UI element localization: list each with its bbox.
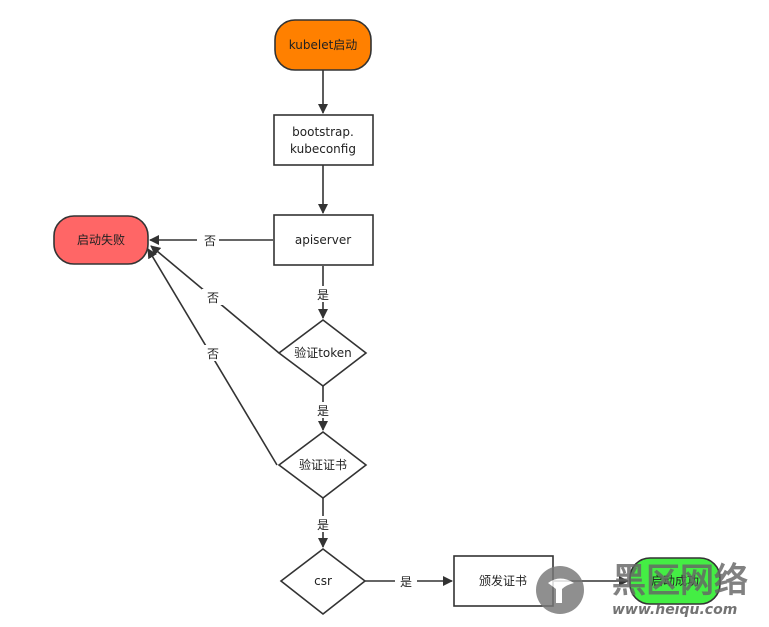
node-csr: csr bbox=[279, 547, 367, 616]
node-verify-token-shape bbox=[277, 318, 368, 388]
node-bootstrap-label-line1: bootstrap. bbox=[292, 125, 354, 139]
node-bootstrap-shape bbox=[273, 114, 374, 166]
node-success-label: 启动成功 bbox=[651, 574, 699, 588]
edge-label-no-apiserver: 否 bbox=[204, 234, 216, 248]
edge-label-bg bbox=[202, 345, 224, 361]
edge-label-yes-csr: 是 bbox=[400, 575, 412, 589]
node-start-label: kubelet启动 bbox=[289, 38, 358, 52]
watermark-url: www.heiqu.com bbox=[612, 602, 737, 618]
node-start-shape bbox=[274, 19, 372, 71]
edge-label-no-cert: 否 bbox=[207, 347, 219, 361]
node-bootstrap-label-line2: kubeconfig bbox=[290, 142, 356, 156]
edge-label-bg bbox=[395, 573, 417, 589]
node-fail-label: 启动失败 bbox=[77, 232, 125, 247]
watermark: 黑区网络 www.heiqu.com bbox=[536, 561, 748, 618]
node-start: kubelet启动 bbox=[274, 19, 372, 71]
edge-label-bg bbox=[312, 516, 334, 532]
edge-label-bg bbox=[197, 232, 219, 248]
node-fail-shape bbox=[53, 215, 149, 265]
node-verify-cert-label: 验证证书 bbox=[299, 457, 347, 472]
edge-label-bg bbox=[312, 286, 334, 302]
node-fail: 启动失败 bbox=[53, 215, 149, 265]
watermark-logo-mark bbox=[548, 578, 574, 603]
edges bbox=[147, 70, 629, 586]
node-issue-cert-shape bbox=[453, 555, 554, 607]
edge-label-no-token: 否 bbox=[207, 291, 219, 305]
edge-labels: 否 是 否 是 否 是 是 bbox=[197, 232, 417, 589]
node-csr-shape bbox=[279, 547, 367, 616]
node-csr-label: csr bbox=[314, 574, 332, 588]
node-apiserver: apiserver bbox=[273, 214, 374, 266]
node-issue-cert: 颁发证书 bbox=[453, 555, 554, 607]
edge-label-yes-cert: 是 bbox=[317, 518, 329, 532]
node-success: 启动成功 bbox=[629, 557, 721, 605]
edge-label-bg bbox=[312, 402, 334, 418]
node-issue-cert-label: 颁发证书 bbox=[479, 573, 527, 588]
node-success-shape bbox=[629, 557, 721, 605]
node-verify-cert-shape bbox=[277, 430, 368, 500]
watermark-title: 黑区网络 bbox=[612, 561, 748, 601]
node-bootstrap: bootstrap. kubeconfig bbox=[273, 114, 374, 166]
edge-label-yes-token: 是 bbox=[317, 404, 329, 418]
edge-label-bg bbox=[202, 289, 224, 305]
node-verify-token: 验证token bbox=[277, 318, 368, 388]
node-verify-cert: 验证证书 bbox=[277, 430, 368, 500]
node-apiserver-shape bbox=[273, 214, 374, 266]
node-apiserver-label: apiserver bbox=[295, 233, 351, 247]
edge-label-yes-apiserver: 是 bbox=[317, 288, 329, 302]
node-verify-token-label: 验证token bbox=[294, 345, 352, 360]
